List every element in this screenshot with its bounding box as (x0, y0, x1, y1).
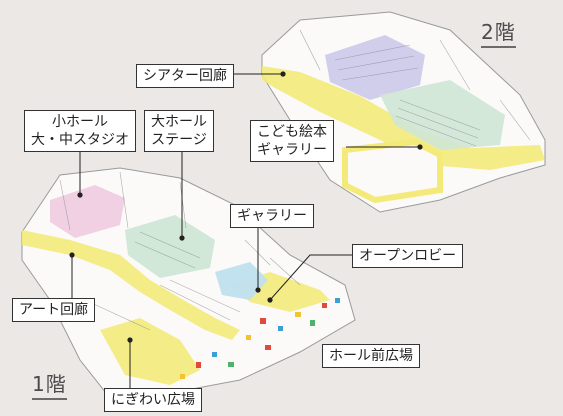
label-large-hall-line2: ステージ (151, 132, 207, 148)
floor2-label: 2階 (481, 16, 516, 48)
art-corridor-zone (22, 230, 240, 340)
label-large-hall-line1: 大ホール (151, 114, 207, 130)
label-kids-gallery-line2: ギャラリー (257, 142, 327, 158)
label-hall-front-plaza: ホール前広場 (322, 344, 420, 368)
label-small-hall-studio: 小ホール 大・中スタジオ (24, 110, 136, 152)
leader-open-lobby (269, 254, 352, 301)
label-large-hall-stage: 大ホール ステージ (144, 110, 214, 152)
leader-dots (69, 71, 423, 343)
label-nigiwai-plaza: にぎわい広場 (104, 388, 202, 412)
floor1-label: 1階 (32, 368, 67, 400)
label-kids-gallery: こども絵本 ギャラリー (250, 120, 334, 162)
large-hall-stage-zone (125, 215, 215, 278)
floor2-building (261, 11, 546, 213)
label-small-hall-line1: 小ホール (52, 114, 108, 130)
label-small-hall-line2: 大・中スタジオ (31, 132, 129, 148)
leader-lines (71, 73, 420, 395)
label-kids-gallery-line1: こども絵本 (257, 124, 327, 140)
plaza-furniture (180, 298, 340, 379)
label-gallery: ギャラリー (230, 204, 314, 228)
floor1-building (21, 167, 356, 399)
theater-corridor-zone (262, 66, 545, 170)
nigiwai-plaza-zone (100, 318, 200, 385)
label-theater-corridor: シアター回廊 (136, 64, 234, 88)
kids-gallery-zone (342, 138, 443, 204)
label-art-corridor: アート回廊 (12, 298, 96, 322)
label-open-lobby: オープンロビー (352, 244, 464, 268)
gallery-zone (215, 262, 268, 300)
theater-zone (325, 35, 425, 100)
upper-hall-zone (380, 80, 505, 150)
